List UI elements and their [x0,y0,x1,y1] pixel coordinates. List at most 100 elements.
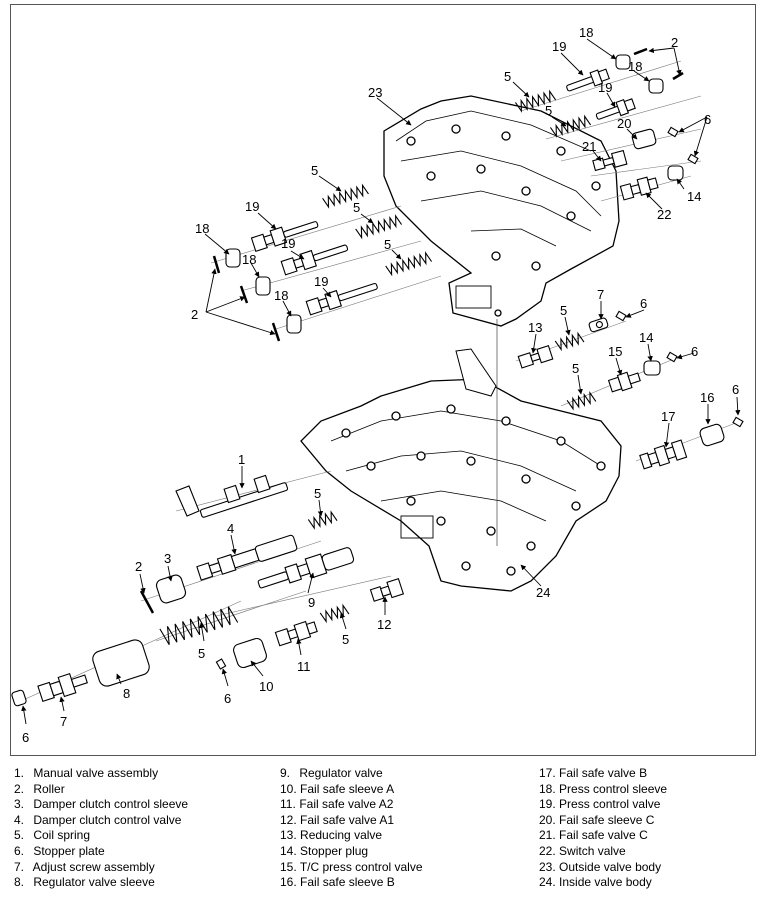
regulator-valve [257,547,355,589]
callout-9: 9 [308,595,315,610]
press-control-sleeve-ur2 [648,78,664,94]
callout-18-d: 18 [242,252,256,267]
fail-safe-sleeve-a [233,637,267,669]
callout-10: 10 [259,679,273,694]
legend-item-12: 12. Fail safe valve A1 [280,812,395,827]
callout-3: 3 [164,551,171,566]
callout-18-e: 18 [274,288,288,303]
inside-valve-body [300,348,622,592]
callout-2-upper: 2 [671,35,678,50]
legend-item-15: 15. T/C press control valve [280,859,423,874]
callout-15: 15 [608,344,622,359]
callout-14-mid: 14 [639,330,653,345]
callout-6-b: 6 [640,296,647,311]
legend-item-14: 14. Stopper plug [280,843,369,858]
callout-6-d: 6 [732,382,739,397]
exploded-view-diagram: 1 2 2 2 3 4 5 5 5 5 5 5 5 5 5 5 6 6 6 6 … [11,25,744,745]
callout-5-f: 5 [560,303,567,318]
callout-20: 20 [617,116,631,131]
legend-item-23: 23. Outside valve body [539,859,662,874]
callout-4: 4 [227,521,234,536]
fail-safe-valve-b [639,439,688,470]
switch-valve [619,176,659,201]
legend-item-21: 21. Fail safe valve C [539,828,648,843]
outside-valve-body [383,95,620,327]
roller-lower [139,590,155,614]
diagram-frame: 1 2 2 2 3 4 5 5 5 5 5 5 5 5 5 5 6 6 6 6 … [10,4,756,756]
callout-6-f: 6 [22,730,29,745]
press-control-valve-ur2 [595,98,636,120]
stopper-plate-ur2 [687,153,699,165]
legend-item-3: 3. Damper clutch control sleeve [14,797,189,812]
adjust-screw-assembly-r [588,317,609,333]
fail-safe-sleeve-c [631,128,657,150]
spring-upper-2 [549,114,592,138]
callout-5-e: 5 [384,237,391,252]
leader-lines [21,38,741,725]
stopper-plug-r [643,360,661,376]
adjust-screw-assembly [37,673,88,703]
callout-2-lower: 2 [135,559,142,574]
callout-6-c: 6 [691,344,698,359]
callout-11: 11 [297,659,311,674]
valve-parts [11,47,744,707]
spring-left-2 [355,214,403,240]
callout-19-d: 19 [281,236,295,251]
damper-clutch-control-valve [196,534,298,581]
legend-item-20: 20. Fail safe sleeve C [539,812,655,827]
callout-5-j: 5 [342,632,349,647]
callout-19-a: 19 [552,39,566,54]
legend-item-10: 10. Fail safe sleeve A [280,781,395,796]
callout-8: 8 [123,686,130,701]
legend-column-2: 9. Regulator valve 10. Fail safe sleeve … [280,766,423,891]
legend-item-24: 24. Inside valve body [539,875,652,890]
reducing-valve [517,344,554,369]
spring-lower-2 [159,606,239,646]
legend-item-5: 5. Coil spring [14,828,91,843]
callout-5-h: 5 [314,486,321,501]
legend-item-9: 9. Regulator valve [280,766,383,780]
stopper-plate-r3 [732,416,744,428]
callout-19-e: 19 [314,274,328,289]
callout-5-d: 5 [353,200,360,215]
manual-valve-assembly [175,474,289,518]
press-control-valve-ur1 [566,68,610,92]
fail-safe-valve-a2 [274,620,318,647]
callout-7-upper: 7 [597,287,604,302]
callout-5-b: 5 [545,103,552,118]
callout-labels: 1 2 2 2 3 4 5 5 5 5 5 5 5 5 5 5 6 6 6 6 … [22,25,739,745]
fail-safe-sleeve-b [699,423,725,447]
spring-mid-r1 [554,331,585,352]
callout-22: 22 [657,207,671,222]
legend-item-22: 22. Switch valve [539,843,626,858]
callout-18-c: 18 [195,221,209,236]
legend-item-4: 4. Damper clutch control valve [14,812,182,827]
legend-item-17: 17. Fail safe valve B [539,766,648,780]
roller-l1 [212,255,221,274]
callout-12: 12 [377,617,391,632]
legend-item-19: 19. Press control valve [539,797,661,812]
spring-lower-1 [307,510,338,530]
stopper-plate-r1 [615,310,627,322]
press-control-sleeve-ur1 [615,54,631,70]
callout-7-lower: 7 [60,714,67,729]
spring-lower-3 [319,603,350,624]
callout-19-c: 19 [245,199,259,214]
callout-19-b: 19 [598,80,612,95]
callout-5-i: 5 [198,646,205,661]
regulator-valve-sleeve [92,639,150,687]
stopper-plate-lower [215,658,227,670]
callout-6-e: 6 [224,691,231,706]
press-control-valve-l1 [250,221,319,253]
spring-upper-1 [514,89,557,113]
legend-item-11: 11. Fail safe valve A2 [280,797,394,812]
callout-18-b: 18 [628,59,642,74]
callout-23: 23 [368,85,382,100]
callout-21: 21 [582,139,596,154]
legend-item-13: 13. Reducing valve [280,828,383,843]
callout-5-c: 5 [311,163,318,178]
legend-item-2: 2. Roller [14,781,65,796]
callout-5-a: 5 [504,69,511,84]
stopper-plate-r2 [666,351,678,363]
callout-18-a: 18 [579,25,593,40]
